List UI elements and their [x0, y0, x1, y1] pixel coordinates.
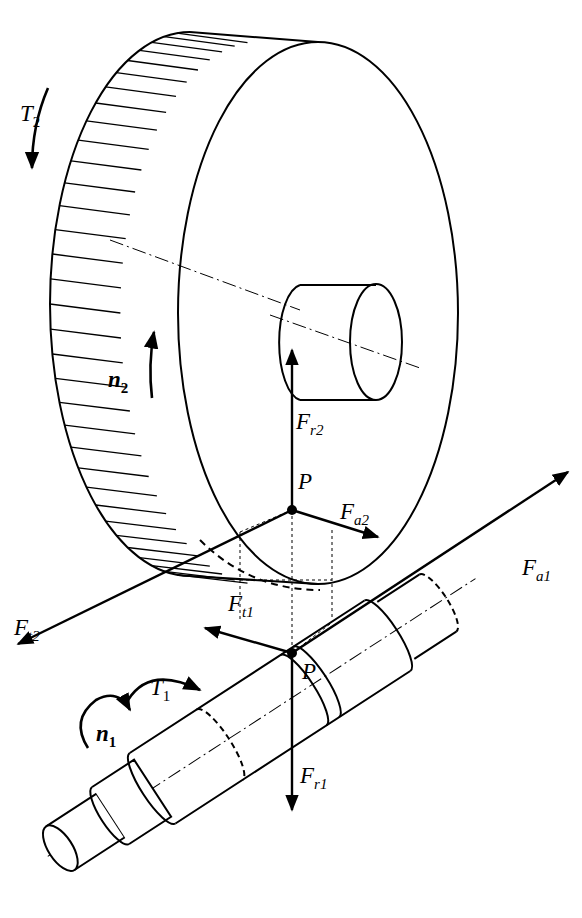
force-label: Ft2 — [14, 616, 40, 639]
force-label: Fr2 — [296, 410, 323, 433]
force-label: Fa1 — [522, 556, 551, 579]
force-label: T2 — [20, 102, 40, 125]
force-label: P — [298, 470, 312, 493]
force-label: Fa2 — [340, 500, 369, 523]
force-label: Ft1 — [228, 592, 254, 615]
force-label: T1 — [150, 676, 170, 699]
force-label: n2 — [108, 368, 128, 391]
force-label: P — [302, 660, 316, 683]
force-label: Fr1 — [300, 764, 327, 787]
force-label: n1 — [96, 722, 116, 745]
